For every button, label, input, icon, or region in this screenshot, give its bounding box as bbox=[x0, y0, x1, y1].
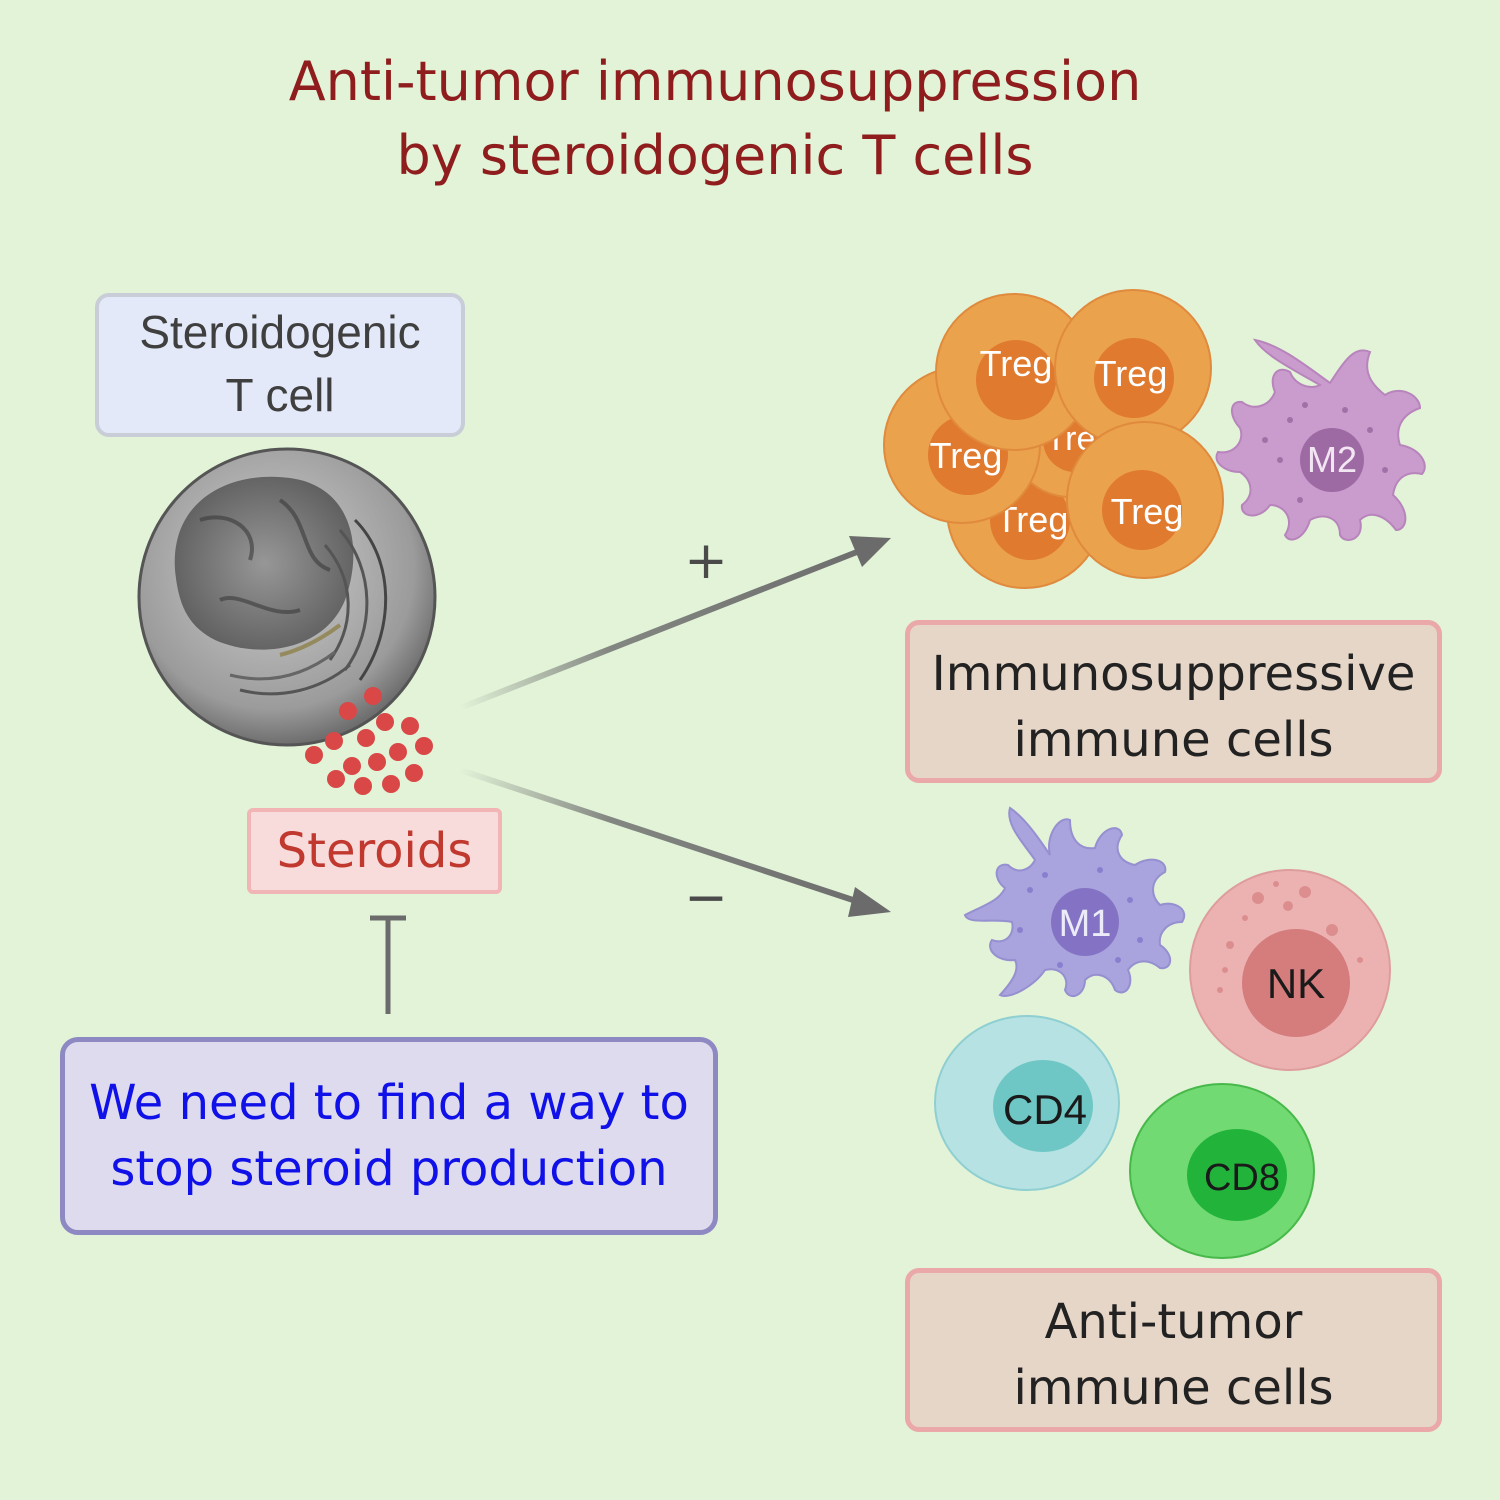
anti-tumor-line-1: Anti-tumor bbox=[1044, 1294, 1303, 1350]
svg-text:Treg: Treg bbox=[1095, 353, 1168, 394]
anti-tumor-label: Anti-tumor immune cells bbox=[905, 1268, 1442, 1432]
title-line-2: by steroidogenic T cells bbox=[396, 124, 1034, 187]
cd4-cell: CD4 bbox=[934, 1015, 1120, 1191]
nk-cell: NK bbox=[1189, 869, 1391, 1071]
diagram-title: Anti-tumor immunosuppression by steroido… bbox=[150, 45, 1280, 193]
note-box: We need to find a way to stop steroid pr… bbox=[60, 1037, 718, 1235]
note-line-1: We need to find a way to bbox=[89, 1075, 689, 1131]
m1-macrophage: M1 bbox=[963, 806, 1186, 998]
treg-cell: Treg bbox=[1054, 289, 1212, 447]
immunosuppressive-line-2: immune cells bbox=[1013, 712, 1334, 768]
svg-text:M2: M2 bbox=[1307, 439, 1357, 480]
steroidogenic-t-cell-label: Steroidogenic T cell bbox=[95, 293, 465, 437]
treg-cluster: Treg Treg Treg Treg Treg Treg bbox=[883, 289, 1224, 589]
arrow-to-immunosuppressive bbox=[458, 536, 891, 711]
note-line-2: stop steroid production bbox=[110, 1141, 668, 1197]
anti-tumor-line-2: immune cells bbox=[1013, 1360, 1334, 1416]
steroidogenic-t-cell-image bbox=[137, 447, 437, 747]
treg-cell: Treg bbox=[1066, 421, 1224, 579]
steroidogenic-line-1: Steroidogenic bbox=[139, 306, 421, 358]
steroidogenic-line-2: T cell bbox=[225, 369, 335, 421]
svg-text:M1: M1 bbox=[1059, 903, 1112, 945]
m2-macrophage: M2 bbox=[1215, 338, 1426, 541]
minus-sign: − bbox=[684, 868, 728, 928]
title-line-1: Anti-tumor immunosuppression bbox=[288, 50, 1142, 113]
plus-sign: + bbox=[684, 531, 728, 591]
steroids-text: Steroids bbox=[276, 823, 473, 879]
immunosuppressive-label: Immunosuppressive immune cells bbox=[905, 620, 1442, 783]
cd8-cell: CD8 bbox=[1129, 1083, 1315, 1259]
treg-cell: Treg bbox=[935, 293, 1093, 451]
arrow-to-anti-tumor bbox=[459, 767, 891, 917]
svg-text:Treg: Treg bbox=[1111, 491, 1184, 532]
inhibition-symbol bbox=[370, 915, 406, 1014]
immunosuppressive-line-1: Immunosuppressive bbox=[931, 646, 1416, 702]
steroid-droplets bbox=[305, 687, 433, 795]
svg-text:Treg: Treg bbox=[980, 343, 1053, 384]
steroids-label: Steroids bbox=[247, 808, 502, 894]
svg-text:CD4: CD4 bbox=[1003, 1086, 1087, 1133]
svg-text:NK: NK bbox=[1267, 960, 1325, 1007]
svg-text:CD8: CD8 bbox=[1204, 1157, 1280, 1199]
